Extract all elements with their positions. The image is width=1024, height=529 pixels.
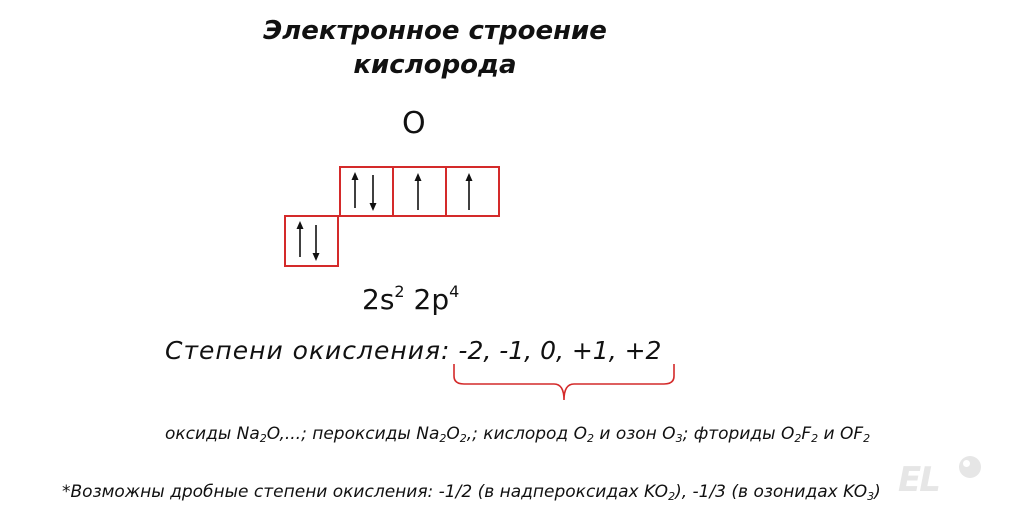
orbital-2s-arrows [296, 221, 320, 261]
subscript: 2 [259, 432, 267, 445]
footnote-text: ), -1/3 (в озонидах KO [675, 482, 868, 502]
orbital-2p-3-arrows [465, 173, 473, 210]
spin-up-arrow [414, 173, 422, 210]
subscript: 3 [675, 432, 683, 445]
subscript: 2 [863, 432, 871, 445]
compounds-text: и OF [818, 424, 864, 444]
orbital-2p-cell-3 [445, 166, 500, 217]
compounds-text: и озон O [593, 424, 676, 444]
compounds-text: оксиды Na [165, 424, 260, 444]
footnote: *Возможны дробные степени окисления: -1/… [62, 482, 881, 503]
compounds-text: F [801, 424, 812, 444]
config-s-exponent: 2 [394, 282, 405, 301]
subscript: 2 [811, 432, 819, 445]
watermark-dot-icon [959, 456, 981, 478]
spin-up-arrow [351, 172, 359, 208]
orbital-2p-cell-1 [339, 166, 394, 217]
oxidation-states-label: Степени окисления: [165, 336, 451, 365]
config-p-part: 2p [413, 283, 450, 316]
subscript: 2 [586, 432, 594, 445]
orbital-2p-1-arrows [351, 172, 377, 211]
spin-up-arrow [465, 173, 473, 210]
footnote-text: ) [874, 482, 881, 502]
compounds-line: оксиды Na2O,...; пероксиды Na2O2,; кисло… [165, 424, 870, 445]
subscript: 2 [668, 490, 676, 503]
brace-icon [453, 364, 675, 401]
spin-up-arrow [296, 221, 304, 257]
subscript: 2 [794, 432, 802, 445]
title-line-1: Электронное строение [263, 16, 607, 46]
compounds-text: O [446, 424, 460, 444]
orbital-2p-cell-2 [392, 166, 447, 217]
compounds-text: ; фториды O [682, 424, 795, 444]
orbital-2s-cell [284, 215, 339, 267]
electron-configuration: 2s2 2p4 [362, 282, 459, 316]
spin-down-arrow [312, 225, 320, 261]
config-p-exponent: 4 [449, 282, 460, 301]
compounds-text: O,...; пероксиды Na [266, 424, 440, 444]
compounds-text: ,; кислород O [466, 424, 587, 444]
element-symbol: O [402, 106, 426, 141]
orbital-2p-2-arrows [414, 173, 422, 210]
config-s-part: 2s [362, 283, 395, 316]
oxidation-states-line: Степени окисления: -2, -1, 0, +1, +2 [165, 336, 661, 365]
watermark-logo: EL [898, 460, 941, 500]
footnote-text: *Возможны дробные степени окисления: -1/… [62, 482, 669, 502]
diagram-title: Электронное строение кислорода [230, 14, 640, 82]
subscript: 2 [459, 432, 467, 445]
title-line-2: кислорода [353, 50, 517, 80]
subscript: 3 [867, 490, 875, 503]
oxidation-states-values: -2, -1, 0, +1, +2 [458, 336, 662, 365]
spin-down-arrow [369, 175, 377, 211]
subscript: 2 [439, 432, 447, 445]
